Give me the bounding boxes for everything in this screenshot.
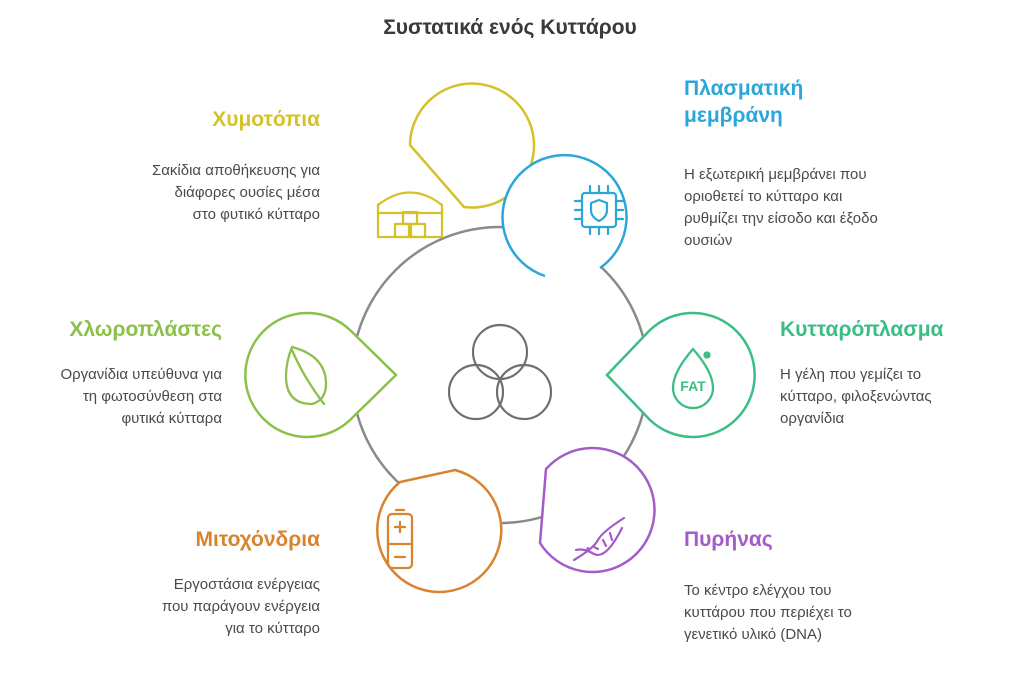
nucleus-description-line: γενετικό υλικό (DNA) [684, 626, 822, 643]
nucleus-heading-line: Πυρήνας [684, 528, 773, 551]
membrane-description-line: ρυθμίζει την είσοδο και έξοδο [684, 210, 878, 227]
membrane-heading-line: μεμβράνη [684, 104, 783, 127]
cytoplasm-description-line: οργανίδια [780, 410, 845, 427]
leaf-icon [284, 345, 328, 406]
vacuoles-heading: Χυμοτόπια [212, 106, 320, 133]
mitochondria-heading-line: Μιτοχόνδρια [195, 528, 321, 551]
cytoplasm-heading: Κυτταρόπλασμα [780, 316, 943, 343]
chloroplasts-pin [244, 311, 398, 439]
dna-icon [572, 516, 626, 562]
nucleus-description: Το κέντρο ελέγχου του κυττάρου που περιέχ… [684, 580, 852, 646]
vacuoles-description-line: διάφορες ουσίες μέσα [174, 184, 320, 201]
membrane-description-line: οριοθετεί το κύτταρο και [684, 188, 843, 205]
membrane-marker [501, 153, 628, 278]
vacuoles-marker [376, 84, 534, 278]
fat-icon-label: FAT [680, 378, 706, 394]
mitochondria-marker [376, 468, 503, 594]
mitochondria-pin [376, 468, 503, 594]
nucleus-description-line: Το κέντρο ελέγχου του [684, 582, 832, 599]
membrane-heading-line: Πλασματική [684, 77, 804, 100]
membrane-description-line: Η εξωτερική μεμβράνει που [684, 166, 867, 183]
cytoplasm-heading-line: Κυτταρόπλασμα [780, 318, 944, 341]
chloroplasts-description-line: Οργανίδια υπεύθυνα για [60, 366, 222, 383]
vacuoles-description: Σακίδια αποθήκευσης για διάφορες ουσίες μ… [152, 160, 320, 226]
vacuoles-description-line: Σακίδια αποθήκευσης για [151, 162, 320, 179]
cytoplasm-description: Η γέλη που γεμίζει το κύτταρο, φιλοξενώντ… [780, 364, 932, 430]
nucleus-description-line: κυττάρου που περιέχει το [684, 604, 852, 621]
chloroplasts-description: Οργανίδια υπεύθυνα για τη φωτοσύνθεση στα… [60, 364, 222, 430]
nucleus-heading: Πυρήνας [684, 526, 773, 553]
membrane-pin [501, 153, 628, 278]
battery-icon [386, 508, 414, 570]
vacuoles-heading-line: Χυμοτόπια [212, 108, 320, 131]
membrane-description-line: ουσιών [684, 232, 733, 249]
mitochondria-heading: Μιτοχόνδρια [196, 526, 321, 553]
chloroplasts-marker [244, 311, 398, 439]
membrane-description: Η εξωτερική μεμβράνει που οριοθετεί το κύ… [684, 164, 878, 252]
cytoplasm-marker: FAT [605, 311, 756, 439]
chloroplasts-heading-line: Χλωροπλάστες [69, 318, 222, 341]
chloroplasts-description-line: φυτικά κύτταρα [121, 410, 222, 427]
mitochondria-description-line: για το κύτταρο [225, 620, 320, 637]
cytoplasm-description-line: κύτταρο, φιλοξενώντας [780, 388, 932, 405]
mitochondria-description-line: Εργοστάσια ενέργειας [173, 576, 320, 593]
chip-shield-icon [573, 184, 625, 236]
membrane-heading: Πλασματική μεμβράνη [684, 75, 803, 129]
center-trefoil-icon [447, 323, 553, 421]
diagram-title: Συστατικά ενός Κυττάρου [383, 16, 637, 39]
mitochondria-description: Εργοστάσια ενέργειας που παράγουν ενέργει… [162, 574, 320, 640]
vacuoles-pin [410, 84, 534, 278]
vacuoles-description-line: στο φυτικό κύτταρο [192, 206, 320, 223]
chloroplasts-heading: Χλωροπλάστες [69, 316, 222, 343]
cytoplasm-description-line: Η γέλη που γεμίζει το [780, 366, 922, 383]
storage-icon [376, 191, 444, 239]
chloroplasts-description-line: τη φωτοσύνθεση στα [82, 388, 222, 405]
nucleus-marker [538, 446, 656, 574]
mitochondria-description-line: που παράγουν ενέργεια [161, 598, 320, 615]
fat-drop-icon [671, 347, 715, 410]
cytoplasm-pin [605, 311, 756, 439]
nucleus-pin [538, 446, 656, 574]
